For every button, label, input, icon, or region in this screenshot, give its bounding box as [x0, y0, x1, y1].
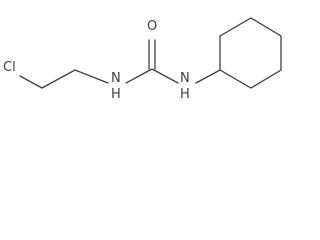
bond-cl-c1 — [19, 75, 43, 89]
atom-left-nitrogen-hydrogen-label: H — [111, 87, 121, 102]
atom-chlorine-label: Cl — [3, 60, 16, 75]
chemical-structure: Cl O N H N H — [3, 17, 282, 102]
bond-carbonyl-n2 — [151, 68, 179, 84]
atom-left-nitrogen-label: N — [111, 71, 121, 86]
bond-c2-n1 — [74, 69, 109, 84]
atom-right-nitrogen-label: N — [180, 71, 190, 86]
atom-oxygen-label: O — [147, 19, 157, 34]
bond-n1-carbonyl — [125, 68, 153, 84]
bond-n2-ring — [195, 69, 221, 84]
cyclohexane-ring — [219, 17, 282, 89]
bond-c1-c2 — [41, 69, 76, 89]
atom-right-nitrogen-hydrogen-label: H — [180, 87, 190, 102]
